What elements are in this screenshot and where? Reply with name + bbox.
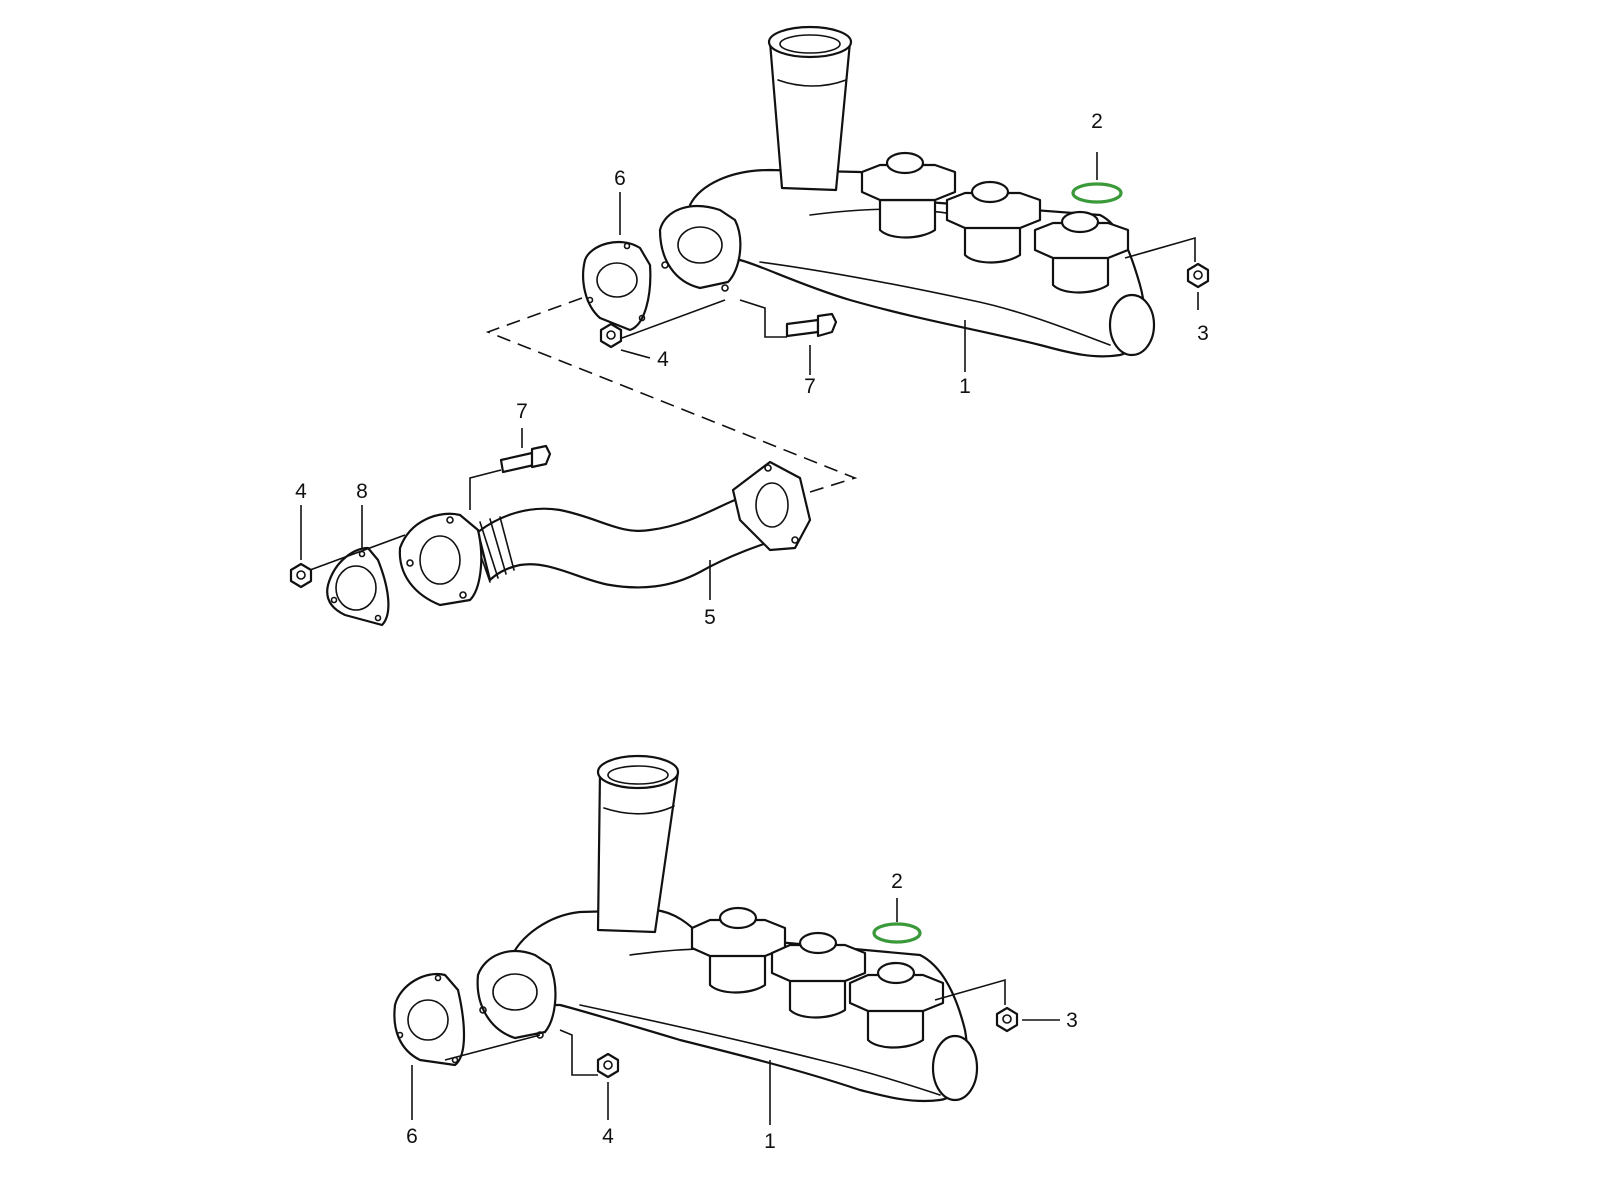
upper-assembly: 1 2 3 4 6 7: [582, 25, 1210, 398]
upper-nut-right: [1186, 262, 1210, 289]
exhaust-pipe: [398, 460, 812, 607]
lower-label-manifold: 1: [764, 1130, 776, 1153]
lower-label-nut-right: 3: [1066, 1009, 1078, 1032]
upper-label-ring-gasket: 2: [1091, 110, 1103, 133]
lower-port-2: [770, 931, 867, 1019]
upper-bolt: [785, 312, 838, 338]
pipe-label-nut: 4: [295, 480, 307, 503]
upper-ring-gasket: [1071, 182, 1123, 204]
upper-flange-gasket: [582, 240, 652, 332]
connection-dashed-line: [485, 297, 858, 493]
lower-flange-gasket: [393, 972, 466, 1067]
lower-port-3: [848, 961, 945, 1049]
lower-exhaust-manifold: [476, 754, 979, 1103]
upper-label-nut-right: 3: [1197, 322, 1209, 345]
lower-ring-gasket: [872, 922, 922, 944]
upper-label-nut-left: 4: [657, 348, 669, 371]
upper-port-1: [860, 151, 957, 239]
upper-label-flange-gasket: 6: [614, 167, 626, 190]
upper-nut-left: [599, 322, 623, 349]
lower-port-1: [690, 906, 787, 994]
pipe-label-bolt: 7: [516, 400, 528, 423]
lower-nut-right: [995, 1006, 1019, 1033]
lower-label-ring-gasket: 2: [891, 870, 903, 893]
pipe-label-gasket: 8: [356, 480, 368, 503]
upper-label-manifold: 1: [959, 375, 971, 398]
upper-exhaust-manifold: [658, 25, 1156, 358]
lower-label-nut-left: 4: [602, 1125, 614, 1148]
pipe-bolt: [499, 444, 552, 474]
pipe-nut: [289, 562, 313, 589]
pipe-label-pipe: 5: [704, 606, 716, 629]
upper-label-bolt: 7: [804, 375, 816, 398]
lower-label-flange-gasket: 6: [406, 1125, 418, 1148]
lower-assembly: 1 2 3 4 6: [393, 754, 1078, 1153]
pipe-assembly: 7 4 8 5: [289, 400, 812, 629]
upper-port-2: [945, 180, 1042, 264]
lower-nut-left: [596, 1052, 620, 1079]
upper-port-3: [1033, 210, 1130, 294]
